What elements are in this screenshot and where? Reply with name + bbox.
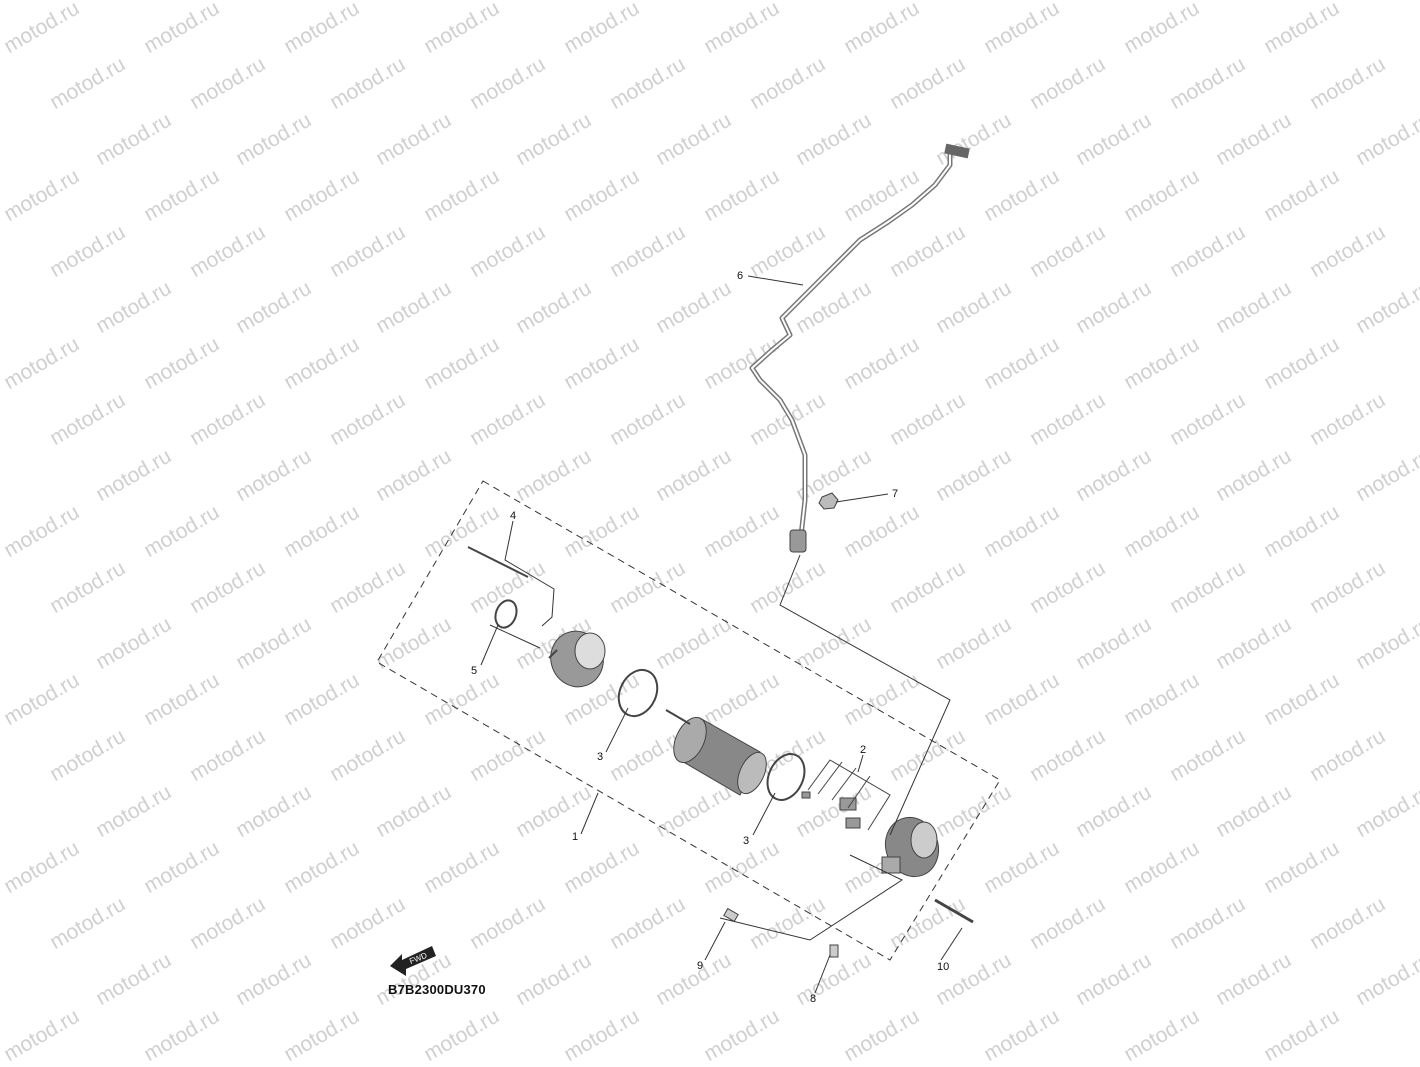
- long-bolt: [467, 546, 529, 578]
- leader-lines: [480, 275, 963, 994]
- callout-5: 5: [471, 665, 478, 677]
- o-ring-small: [494, 599, 518, 629]
- o-ring-lower: [766, 753, 806, 801]
- rear-housing: [881, 816, 939, 878]
- pin-8: [829, 944, 839, 958]
- callout-9: 9: [697, 960, 704, 972]
- starter-cable: [749, 150, 953, 546]
- callout-3-upper: 3: [597, 751, 604, 763]
- callout-8: 8: [810, 993, 817, 1005]
- o-ring-upper: [617, 668, 659, 718]
- cable-terminal: [944, 143, 970, 159]
- diagram-code: B7B2300DU370: [388, 982, 486, 997]
- callout-10: 10: [937, 961, 950, 973]
- callout-3-lower: 3: [743, 835, 750, 847]
- callout-4: 4: [510, 510, 517, 522]
- pin-9: [723, 907, 739, 923]
- front-cover: [548, 630, 606, 688]
- callout-6: 6: [737, 270, 744, 282]
- callout-2: 2: [860, 744, 867, 756]
- motor-body: [665, 709, 767, 796]
- assembly-dashed-boundary: [376, 480, 1001, 961]
- brush-set: [801, 791, 861, 829]
- nut-part: [818, 492, 839, 510]
- fwd-label: FWD: [408, 951, 428, 966]
- forward-arrow-icon: FWD: [388, 936, 438, 976]
- cable-boot: [789, 529, 807, 553]
- callout-7: 7: [892, 488, 899, 500]
- callout-1: 1: [572, 831, 579, 843]
- bolt-10: [934, 898, 974, 924]
